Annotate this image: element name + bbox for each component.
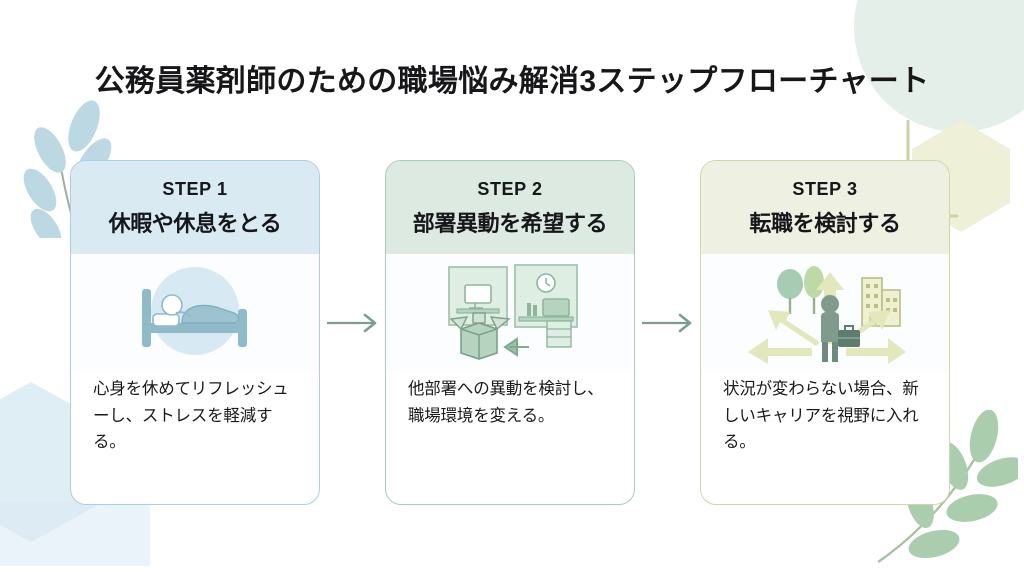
step-card-1-heading: 休暇や休息をとる [108,211,282,236]
step-card-1-label: STEP 1 [162,179,228,199]
blue-rectangle-decoration [0,502,150,566]
step-card-3-header: STEP 3 転職を検討する [701,161,949,254]
arrow-step2-to-step3-icon [642,313,692,333]
step-card-2-label: STEP 2 [477,179,543,199]
step-card-2-header: STEP 2 部署異動を希望する [386,161,634,254]
office-rooms-moving-boxes-icon [448,264,578,360]
step-card-3-heading: 転職を検討する [749,211,901,236]
step-card-2-heading: 部署異動を希望する [412,211,608,236]
step-card-3-body: 状況が変わらない場合、新しいキャリアを視野に入れる。 [723,380,919,452]
step-card-3: STEP 3 転職を検討する [700,160,950,505]
step-card-1-body: 心身を休めてリフレッシューし、ストレスを軽減する。 [93,380,289,452]
person-sleeping-in-bed-icon [142,267,247,355]
step-card-3-illustration [701,254,949,372]
step-card-2: STEP 2 部署異動を希望する [385,160,635,505]
step-card-1-illustration [71,254,319,372]
step-card-1-header: STEP 1 休暇や休息をとる [71,161,319,254]
step-card-2-body: 他部署への異動を検討し、職場環境を変える。 [408,380,604,425]
businessperson-career-paths-arrows-icon [748,266,906,364]
page-title: 公務員薬剤師のための職場悩み解消3ステップフローチャート [94,65,930,98]
step-card-2-illustration [386,254,634,372]
arrow-step1-to-step2-icon [327,313,377,333]
step-card-3-label: STEP 3 [792,179,858,199]
step-card-1: STEP 1 休暇や休息をとる 心身を休めてリフレッシューし、ストレスを軽減する… [70,160,320,505]
